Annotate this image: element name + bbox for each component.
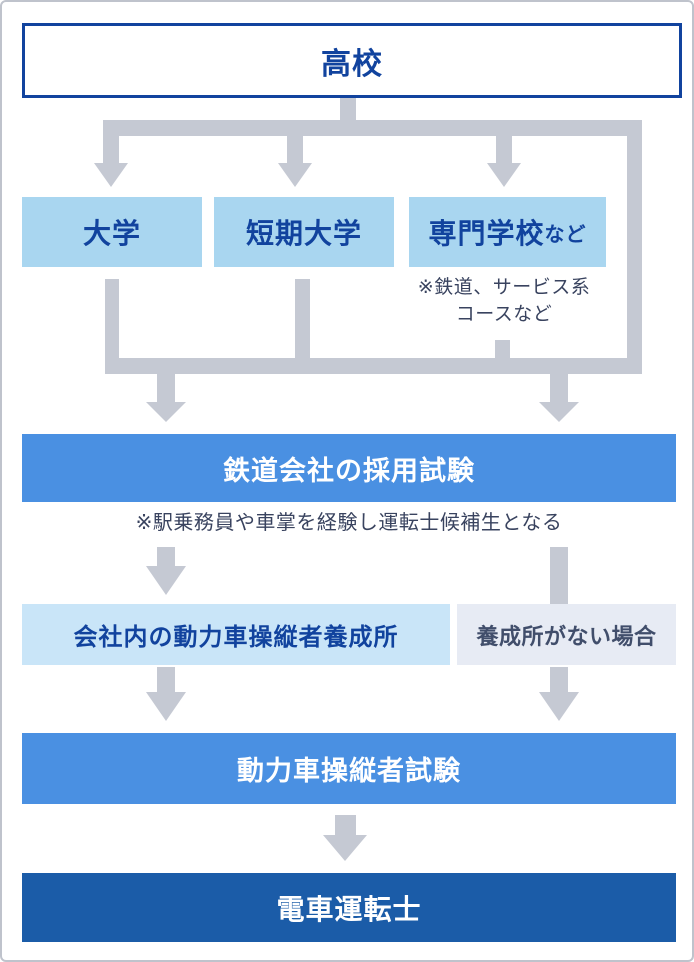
box-vocational-suffix: など [544, 223, 587, 246]
arrow-to-driver-head [323, 835, 367, 861]
box-operator-exam-label: 動力車操縦者試験 [237, 756, 461, 786]
note-vocational-line2: コースなど [455, 304, 553, 325]
arrow-left-to-recruit-head [146, 402, 186, 422]
box-company-training-center: 会社内の動力車操縦者養成所 [22, 604, 450, 665]
note-recruitment: ※駅乗務員や車掌を経験し運転士候補生となる [2, 510, 692, 537]
connector-from-vocational [495, 340, 510, 358]
arrow-right-to-exam-head [539, 692, 579, 721]
box-university-label: 大学 [82, 218, 141, 249]
arrow-to-university-shaft [103, 136, 119, 163]
arrow-to-vocational-head [487, 163, 521, 187]
box-no-training-center: 養成所がない場合 [457, 604, 676, 665]
arrow-to-vocational-shaft [496, 136, 512, 163]
arrow-to-junior-college-shaft [287, 136, 303, 163]
box-junior-college-label: 短期大学 [245, 218, 362, 249]
box-vocational-school: 専門学校など [409, 197, 606, 267]
box-recruitment-exam: 鉄道会社の採用試験 [22, 434, 676, 502]
arrow-right-to-recruit-shaft [550, 374, 568, 402]
box-highschool-label: 高校 [321, 47, 383, 81]
arrow-to-university-head [94, 163, 128, 187]
arrow-to-driver-shaft [335, 815, 356, 835]
box-university: 大学 [22, 197, 202, 267]
arrow-right-to-recruit-head [539, 402, 579, 422]
connector-bypass-right [627, 120, 642, 374]
box-no-training-label: 養成所がない場合 [476, 623, 657, 649]
connector-from-university [105, 279, 119, 358]
box-vocational-label: 専門学校 [428, 218, 545, 249]
arrow-right-to-exam-shaft [550, 667, 568, 692]
box-highschool: 高校 [22, 23, 682, 98]
connector-highschool-stub [340, 92, 356, 120]
note-vocational-courses: ※鉄道、サービス系 コースなど [390, 274, 618, 328]
arrow-left-to-recruit-shaft [157, 374, 175, 402]
box-junior-college: 短期大学 [214, 197, 394, 267]
arrow-to-training-shaft [157, 547, 175, 566]
connector-from-junior-college [295, 279, 310, 358]
note-vocational-line1: ※鉄道、サービス系 [417, 277, 591, 298]
box-train-driver-label: 電車運転士 [276, 893, 422, 925]
box-train-driver: 電車運転士 [22, 873, 676, 942]
box-company-training-label: 会社内の動力車操縦者養成所 [73, 624, 399, 651]
arrow-left-to-exam-shaft [157, 667, 175, 692]
arrow-to-junior-college-head [278, 163, 312, 187]
arrow-left-to-exam-head [146, 692, 186, 721]
connector-merge-bar [105, 358, 642, 374]
box-operator-exam: 動力車操縦者試験 [22, 733, 676, 804]
connector-to-no-training [550, 547, 568, 607]
arrow-to-training-head [146, 566, 186, 595]
note-recruitment-text: ※駅乗務員や車掌を経験し運転士候補生となる [135, 512, 563, 534]
box-recruitment-exam-label: 鉄道会社の採用試験 [223, 455, 475, 486]
connector-branch-bar [103, 120, 642, 136]
